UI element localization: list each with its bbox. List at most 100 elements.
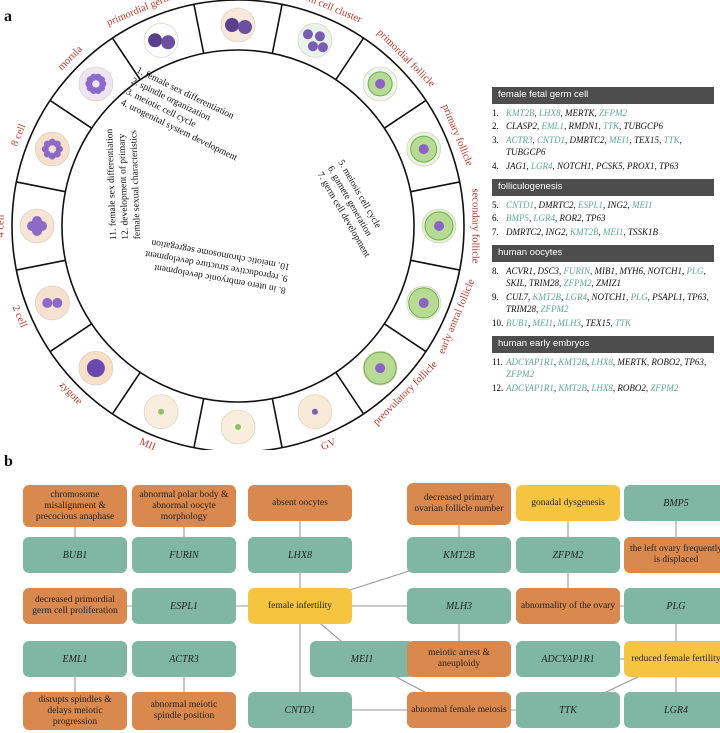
node-eml1: EML1 [23, 641, 127, 677]
gene-name: BMP5 [506, 213, 529, 223]
legend-item: 8.ACVR1, DSC3, FURIN, MIB1, MYH6, NOTCH1… [492, 265, 706, 289]
node-leftovary: the left ovary frequently is displaced [624, 537, 720, 573]
node-follicle: decreased primary ovarian follicle numbe… [407, 483, 511, 525]
gene-name: TSSK1B [628, 226, 659, 237]
node-lgr4: LGR4 [624, 692, 720, 728]
gene-name: CUL7 [506, 291, 529, 302]
stage-cell-icon [406, 131, 441, 167]
stage-cell-icon [406, 285, 441, 321]
gene-name: NOTCH1 [647, 265, 683, 276]
legend-item-number: 7. [492, 226, 499, 237]
gene-name: TRIM28 [529, 278, 560, 288]
gene-name: NOTCH1 [557, 160, 592, 171]
stage-cell-icon [143, 394, 179, 429]
node-bmp5: BMP5 [624, 485, 720, 521]
gene-name: MERTK [617, 356, 647, 367]
gene-name: KMT2B [558, 382, 587, 393]
gene-name: DMRTC2 [569, 134, 605, 145]
node-absent: absent oocytes [248, 485, 352, 521]
go-term: female sexual characteristics [128, 130, 143, 240]
node-chromosome: chromosome misalignment & precocious ana… [23, 485, 127, 527]
gene-name: BUB1 [506, 317, 528, 328]
gene-name: PCSK5 [596, 160, 623, 171]
node-cntd1: CNTD1 [248, 692, 352, 728]
gene-name: LGR4 [531, 160, 553, 171]
stage-cell-icon [35, 131, 70, 167]
legend-item-number: 12. [492, 382, 504, 393]
gene-name: LGR4 [565, 291, 588, 302]
legend-item: 10.BUB1, MEI1, MLH3, TEX15, TTK [492, 317, 632, 328]
gene-name: PLG [686, 265, 704, 276]
gene-name: LHX8 [591, 382, 613, 393]
gene-name: RMDN1 [568, 121, 599, 131]
legend-item: 4.JAG1, LGR4, NOTCH1, PCSK5, PROX1, TP63 [492, 160, 679, 171]
node-gonadal: gonadal dysgenesis [516, 485, 620, 521]
gene-name: TTK [663, 134, 680, 145]
gene-name: PSAPL1 [652, 291, 683, 302]
gene-name: DMRTC2 [538, 199, 574, 210]
gene-name: TP63 [687, 291, 707, 302]
gene-name: TEX15 [634, 134, 660, 145]
stage-cell-icon [143, 23, 179, 58]
gene-name: EML1 [541, 121, 565, 131]
legend-item: 7.DMRTC2, ING2, KMT2B, MEI1, TSSK1B [492, 226, 659, 237]
legend-header: human early embryos [492, 336, 714, 353]
panel-a-label: a [4, 8, 12, 25]
gene-name: KMT2B [570, 226, 599, 237]
gene-name: NOTCH1 [591, 291, 627, 302]
gene-name: KMT2B [506, 107, 535, 118]
legend-item: 2.CLASP2, EML1, RMDN1, TTK, TUBGCP6 [492, 121, 664, 131]
gene-name: KMT2B [532, 291, 562, 302]
node-ttk: TTK [516, 692, 620, 728]
legend-item-number: 8. [492, 265, 499, 276]
gene-name: LHX8 [591, 356, 613, 367]
gene-name: PROX1 [627, 160, 655, 171]
legend-item: 11.ADCYAP1R1, KMT2B, LHX8, MERTK, ROBO2,… [492, 356, 707, 380]
gene-name: MEI1 [632, 199, 653, 210]
gene-name: MEI1 [609, 134, 630, 145]
node-kmt2b: KMT2B [407, 537, 511, 573]
gene-name: ZFPM2 [506, 369, 534, 379]
node-furin: FURIN [132, 537, 236, 573]
gene-name: LGR4 [533, 213, 556, 223]
stage-cell-icon [421, 208, 457, 244]
node-meiosis: abnormal female meiosis [407, 692, 511, 728]
gene-name: TTK [603, 121, 620, 131]
panel-b-label: b [4, 453, 13, 470]
legend-item: 12.ADCYAP1R1, KMT2B, LHX8, ROBO2, ZFPM2 [492, 382, 679, 393]
stage-cell-icon [297, 23, 333, 58]
gene-name: TTK [615, 317, 632, 328]
legend-header: folliculogenesis [492, 179, 714, 196]
legend-item-number: 2. [492, 121, 499, 131]
gene-name: MEI1 [603, 226, 624, 237]
stage-cell-icon [220, 409, 256, 445]
gene-name: ACVR1 [506, 265, 533, 276]
gene-name: ADCYAP1R1 [506, 382, 554, 393]
legend-item-number: 3. [492, 134, 499, 145]
legend-item-number: 10. [492, 317, 504, 328]
stage-cell-icon [19, 208, 55, 244]
legend-item-number: 4. [492, 160, 499, 171]
go-term: 11. female sex differentiation [104, 128, 119, 240]
gene-name: ROBO2 [617, 382, 646, 393]
legend-item: 1.KMT2B, LHX8, MERTK, ZFPM2 [492, 107, 628, 118]
gene-name: CNTD1 [537, 134, 566, 145]
stage-label: MII [138, 437, 158, 450]
gene-name: JAG1 [506, 160, 527, 171]
stage-label: secondary follicle [470, 189, 481, 264]
gene-name: TP63 [586, 213, 606, 223]
node-reduced: reduced female fertility [624, 641, 720, 677]
gene-name: MYH6 [619, 265, 644, 276]
gene-name: ROBO2 [651, 356, 680, 367]
gene-name: MERTK [565, 107, 595, 118]
go-term: 12. development of primary [116, 133, 131, 240]
legend-item-number: 11. [492, 356, 503, 367]
stage-cell-icon [297, 394, 333, 429]
stage-cell-icon [362, 350, 398, 386]
gene-name: MEI1 [532, 317, 554, 328]
legend-item: 3.ACTR3, CNTD1, DMRTC2, MEI1, TEX15, TTK… [492, 134, 682, 158]
gene-name: ZFPM2 [563, 278, 592, 288]
